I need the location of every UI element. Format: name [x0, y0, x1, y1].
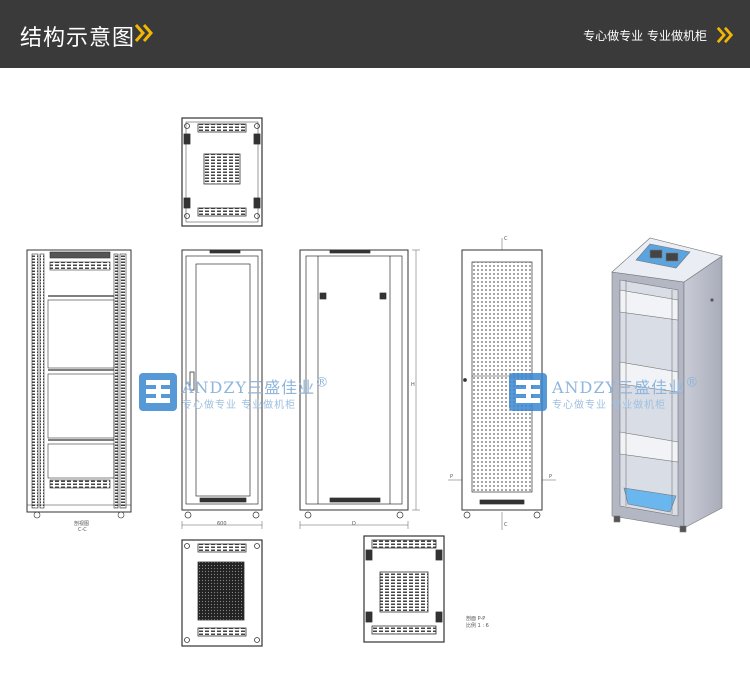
height-dimension: H [411, 382, 415, 388]
width-dimension: 600 [217, 521, 227, 527]
section-pp-scale: 比例 1 : 6 [466, 623, 489, 629]
cut-mark-c-top: C [504, 236, 508, 242]
brand-name: ANDZY三盛佳业® [552, 375, 700, 397]
brand-logo-icon [139, 373, 177, 411]
depth-dimension: D [352, 521, 356, 527]
brand-slogan: 专心做专业 专业做机柜 [552, 400, 667, 411]
cut-mark-p-right: P [549, 474, 553, 480]
cabinet-3d-view [611, 237, 723, 533]
cabinet-structure-drawing [26, 117, 723, 647]
front-view [181, 249, 263, 529]
top-view [181, 117, 263, 227]
page-title: 结构示意图 [20, 26, 136, 51]
brand-logo-icon [509, 373, 547, 411]
double-chevron-right-icon [716, 26, 734, 44]
section-cc-view [26, 249, 132, 519]
bottom-view [181, 539, 263, 647]
side-view [299, 249, 420, 529]
cut-mark-p-left: P [450, 474, 454, 480]
brand-name: ANDZY三盛佳业® [182, 375, 330, 397]
section-pp-label: 剖面 P-P [466, 616, 486, 622]
section-cc-code: C-C [78, 527, 87, 533]
header-slogan: 专心做专业 专业做机柜 [583, 29, 707, 43]
brand-slogan: 专心做专业 专业做机柜 [182, 400, 297, 411]
cut-mark-c-bottom: C [504, 522, 508, 528]
section-cc-label: 剖视图 [74, 521, 90, 527]
header-bar: 结构示意图 专心做专业 专业做机柜 [0, 0, 750, 68]
double-chevron-right-icon [134, 24, 153, 42]
section-pp-view [363, 535, 445, 643]
